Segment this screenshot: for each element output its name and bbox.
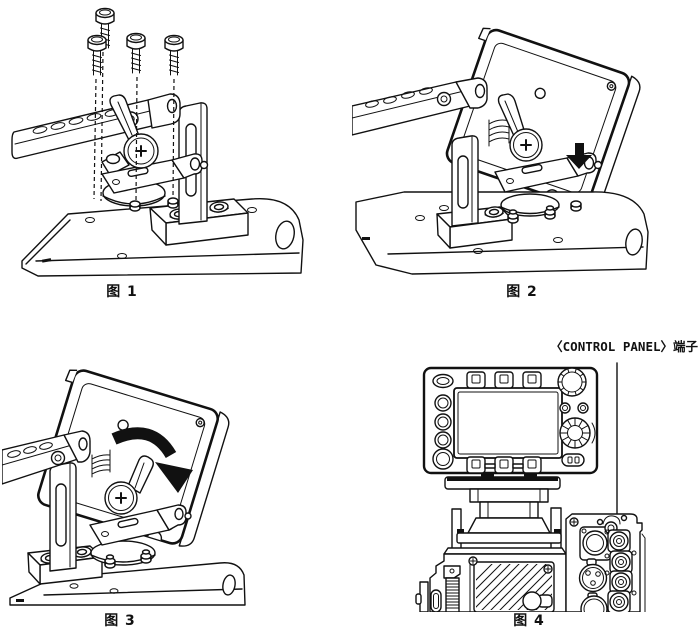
mount-base-and-post bbox=[27, 462, 103, 585]
screw-icon bbox=[164, 34, 184, 78]
camera-top-body bbox=[9, 562, 246, 606]
mount-base-and-post bbox=[149, 102, 249, 246]
handle-bar bbox=[352, 77, 510, 147]
xlr-connector bbox=[580, 592, 608, 612]
panel-mount-bracket bbox=[89, 455, 192, 568]
left-rib-rail bbox=[430, 565, 461, 612]
figure-caption: 图 2 bbox=[506, 284, 538, 300]
connector-panel bbox=[569, 514, 637, 612]
panel-button bbox=[466, 456, 486, 474]
spring-coil bbox=[91, 449, 111, 478]
toggle-switch bbox=[561, 453, 585, 467]
xlr-connector bbox=[578, 558, 608, 593]
figure-4-illustration bbox=[415, 362, 646, 612]
jog-dial bbox=[559, 417, 596, 449]
camera-rear-body bbox=[415, 507, 646, 612]
figure-2-illustration bbox=[352, 27, 649, 275]
panel-button bbox=[466, 371, 486, 389]
down-arrow-icon bbox=[566, 143, 592, 169]
panel-button bbox=[494, 371, 514, 389]
panel-mount-bracket bbox=[101, 94, 209, 212]
spring-coil bbox=[488, 115, 510, 147]
bnc-connectors bbox=[604, 529, 637, 612]
handle-bar bbox=[2, 430, 111, 485]
panel-screen bbox=[453, 387, 563, 459]
menu-knob bbox=[557, 367, 587, 397]
control-panel-terminal-label: 〈CONTROL PANEL〉端子 bbox=[550, 339, 698, 354]
figure-1-illustration bbox=[11, 7, 304, 277]
panel-mount-bracket bbox=[494, 93, 603, 223]
screw-icon bbox=[87, 34, 107, 78]
rotate-arrow-icon bbox=[111, 427, 193, 493]
panel-button bbox=[522, 456, 542, 474]
control-panel-terminal bbox=[596, 514, 628, 535]
figure-caption: 图 4 bbox=[513, 613, 545, 629]
figure-caption: 图 1 bbox=[106, 284, 138, 300]
screw-icon bbox=[126, 32, 146, 76]
round-buttons bbox=[432, 394, 454, 470]
panel-button bbox=[522, 371, 542, 389]
clamp-lever bbox=[497, 93, 526, 137]
control-panel-front bbox=[422, 366, 599, 475]
battery-plate bbox=[468, 556, 555, 612]
mount-pedestal bbox=[444, 476, 562, 544]
figure-3-illustration bbox=[2, 369, 246, 606]
panel-button bbox=[494, 456, 514, 474]
clamp-lever bbox=[127, 455, 154, 494]
oval-button bbox=[432, 373, 454, 389]
figure-caption: 图 3 bbox=[104, 613, 136, 629]
mount-base-and-post bbox=[436, 135, 513, 249]
